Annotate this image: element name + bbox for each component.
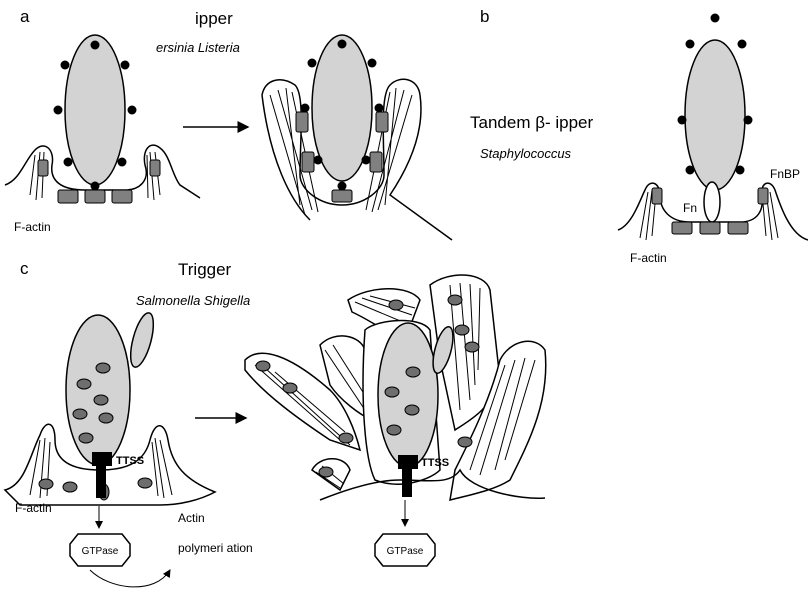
panel-b-title: Tandem β- ipper: [470, 113, 594, 132]
ttss-needle: [96, 466, 106, 498]
panel-a-subtitle: ersinia Listeria: [156, 40, 240, 55]
bacterium: [65, 35, 125, 185]
panel-a: a ipper ersinia Listeria F-actin: [5, 7, 452, 240]
panel-b: b Tandem β- ipper Staphylococcus Fn FnBP…: [470, 7, 808, 265]
panel-b-letter: b: [480, 7, 489, 26]
panel-c-title: Trigger: [178, 260, 232, 279]
panel-c: c Trigger Salmonella Shigella TTSS F-act…: [5, 259, 546, 587]
ttss-injectisome: [398, 455, 418, 469]
polymerization-arrow: [90, 570, 170, 587]
panel-c-before: TTSS F-actin GTPase Actin polymeri ation: [5, 311, 253, 587]
panel-c-subtitle: Salmonella Shigella: [136, 293, 250, 308]
actin-label-line1: Actin: [178, 511, 205, 525]
flagellum-bacterium: [126, 311, 158, 370]
panel-c-after: TTSS GTPase: [245, 275, 546, 566]
fibronectin: [704, 182, 720, 222]
actin-filaments: [366, 88, 412, 212]
gtpase-label-right: GTPase: [387, 546, 424, 557]
panel-a-factin-label: F-actin: [14, 220, 51, 234]
panel-b-subtitle: Staphylococcus: [480, 146, 572, 161]
panel-a-letter: a: [20, 7, 30, 26]
ttss-injectisome: [92, 452, 112, 466]
panel-a-after: [262, 35, 452, 240]
panel-a-title: ipper: [195, 9, 233, 28]
panel-c-factin-label: F-actin: [15, 501, 52, 515]
actin-label-line2: polymeri ation: [178, 541, 253, 555]
fnbp-label: FnBP: [770, 167, 800, 181]
panel-c-letter: c: [20, 259, 29, 278]
ttss-label-right: TTSS: [421, 457, 449, 469]
panel-a-before: F-actin: [5, 35, 200, 234]
ttss-needle: [402, 469, 412, 497]
gtpase-label-left: GTPase: [82, 546, 119, 557]
bacterium: [66, 315, 130, 465]
fn-label: Fn: [683, 201, 697, 215]
ttss-label-left: TTSS: [116, 455, 144, 467]
panel-b-factin-label: F-actin: [630, 251, 667, 265]
bacterium: [685, 40, 745, 190]
